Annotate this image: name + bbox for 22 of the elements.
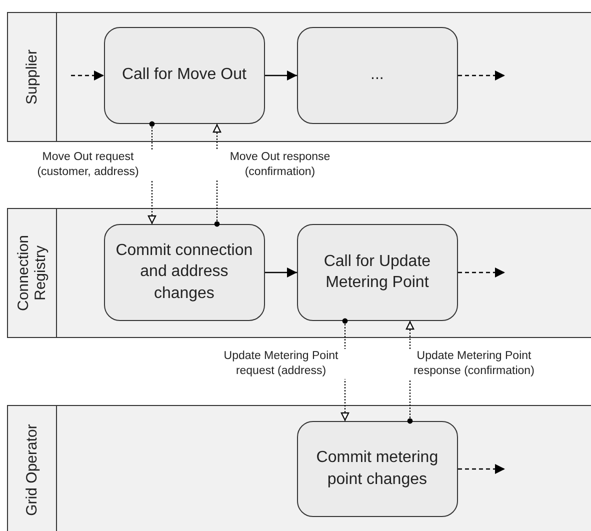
lane-title: Supplier [23, 48, 41, 107]
lane-title: Grid Operator [23, 423, 41, 518]
process-label: Call for Move Out [122, 65, 246, 86]
swimlane [7, 208, 591, 338]
process-label: Commit metering point changes [315, 448, 440, 490]
sequence-arrow [458, 464, 505, 474]
sequence-arrow [71, 70, 104, 80]
swimlane [7, 12, 591, 142]
sequence-arrow [458, 268, 505, 278]
process-label: ... [370, 65, 384, 86]
process-label: Commit connection and address changes [114, 240, 254, 304]
process-box [296, 224, 458, 321]
process-label: Call for Update Metering Point [322, 252, 432, 294]
process-box [296, 26, 458, 124]
process-box [104, 26, 265, 124]
process-box [296, 420, 458, 517]
swimlane [7, 405, 591, 531]
sequence-arrow [265, 268, 297, 278]
lane-title: Connection Registry [14, 234, 50, 313]
sequence-arrow [458, 70, 505, 80]
process-box [104, 224, 265, 321]
sequence-arrow [265, 70, 297, 80]
